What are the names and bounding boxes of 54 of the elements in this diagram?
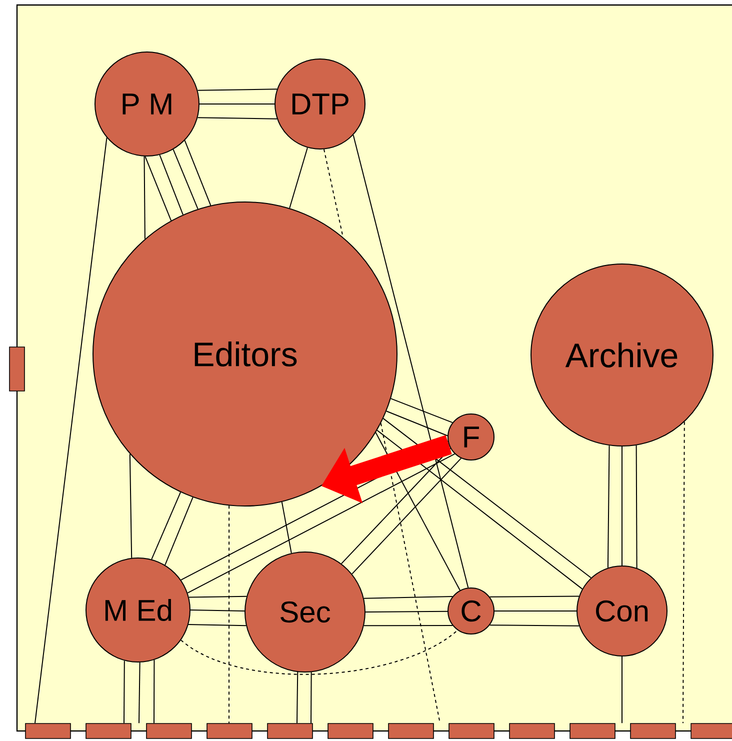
connector-line xyxy=(154,659,155,724)
connector-line xyxy=(197,117,278,120)
terminal-box xyxy=(328,723,374,739)
connector-line xyxy=(296,672,298,724)
connector-line xyxy=(390,398,453,424)
terminal-box xyxy=(267,723,313,739)
terminal-box xyxy=(690,723,732,739)
terminal-box xyxy=(388,723,434,739)
terminal-box xyxy=(25,723,71,739)
terminal-box xyxy=(570,723,616,739)
terminal-box xyxy=(9,346,25,392)
connector-line xyxy=(494,610,577,612)
connector-line xyxy=(289,147,308,209)
connector-line xyxy=(187,453,456,594)
connector-line xyxy=(376,430,583,590)
connector-line xyxy=(489,624,580,626)
connector-line xyxy=(636,444,638,568)
connector-line xyxy=(382,418,592,578)
connector-line xyxy=(144,156,146,240)
connector-line xyxy=(489,596,580,598)
connector-line xyxy=(190,610,246,612)
connector-line xyxy=(682,421,685,724)
connector-line xyxy=(138,662,140,724)
terminal-box xyxy=(146,723,192,739)
connector-line xyxy=(386,410,448,436)
connector-line xyxy=(197,88,278,91)
connector-line xyxy=(363,596,453,599)
connector-line xyxy=(228,505,230,724)
connector-line xyxy=(180,630,458,675)
terminal-box xyxy=(206,723,252,739)
terminal-box xyxy=(630,723,676,739)
connector-line xyxy=(172,148,198,210)
connector-line xyxy=(375,432,460,591)
connector-line xyxy=(124,660,125,724)
connector-line xyxy=(352,134,469,588)
connector-line xyxy=(607,445,610,568)
connector-line xyxy=(159,154,184,216)
connector-line xyxy=(164,496,194,566)
terminal-box xyxy=(448,723,494,739)
connector-line xyxy=(151,492,182,560)
connector-line xyxy=(363,624,453,626)
connector-line xyxy=(365,610,448,612)
connector-line xyxy=(188,596,248,598)
terminal-box xyxy=(86,723,132,739)
terminal-box xyxy=(509,723,555,739)
connector-line xyxy=(352,458,462,574)
connector-line xyxy=(184,140,212,206)
connector-line xyxy=(188,624,247,626)
connector-line xyxy=(144,156,172,222)
connector-line xyxy=(129,454,132,558)
connector-line xyxy=(310,672,312,724)
connector-line xyxy=(34,137,108,724)
connector-line xyxy=(340,448,451,564)
connector-line xyxy=(281,501,292,554)
